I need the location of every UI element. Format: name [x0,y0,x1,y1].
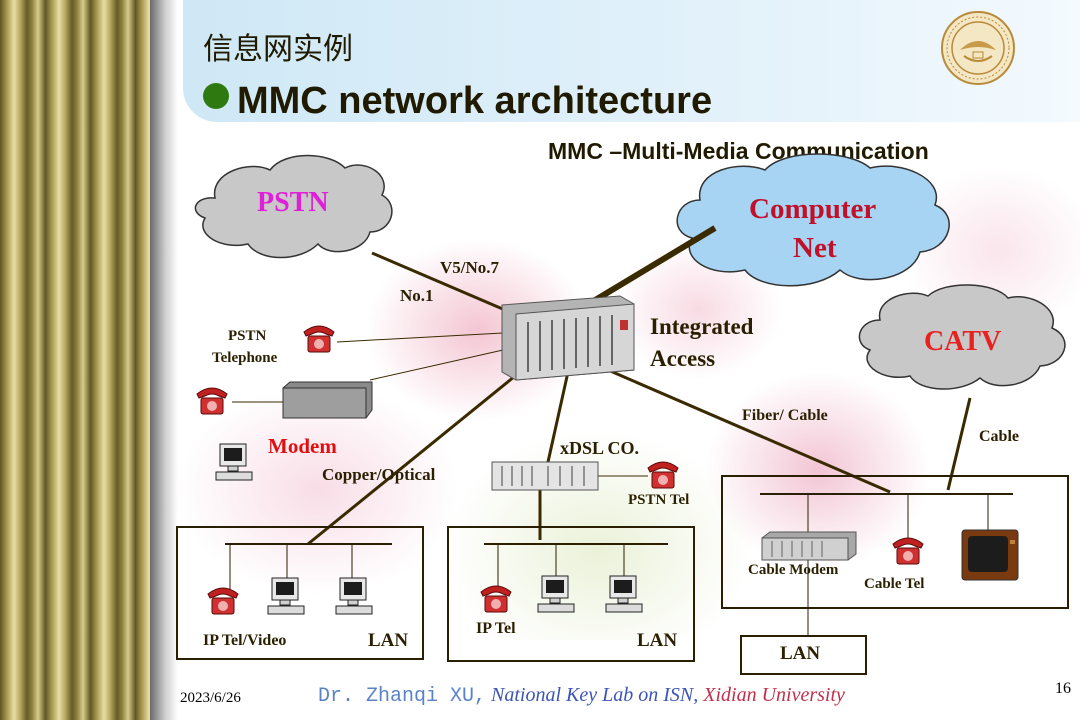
integrated-access-label-line2: Access [650,346,716,371]
lan-mid-label: LAN [637,630,678,651]
xdsl-co-device-icon [491,461,599,491]
pstn-cloud-label: PSTN [257,187,329,218]
bullet-icon [203,83,229,109]
telephone-icon [303,325,335,353]
computer-net-label-line2: Net [793,232,837,264]
integrated-access-rack-icon [501,295,635,381]
computer-icon [605,575,643,613]
lan-left-label: LAN [368,630,409,651]
bamboo-shadow [150,0,178,720]
xdsl-co-label: xDSL CO. [560,438,640,458]
footer-university: Xidian University [698,684,845,706]
slide-title: MMC network architecture [203,80,712,123]
slide-title-zh: 信息网实例 [203,32,353,67]
pstn-tel-label: PSTN Tel [628,492,690,508]
ip-tel-label: IP Tel [476,620,516,637]
computer-icon [215,443,253,481]
ip-tel-video-label: IP Tel/Video [203,632,287,649]
lan-box-left [176,526,424,660]
page-number: 16 [1055,680,1071,697]
lan-drops [229,494,989,636]
cable-label: Cable [979,428,1019,445]
copper-optical-label: Copper/Optical [322,465,436,484]
pstn-telephone-label-line1: PSTN [228,328,267,344]
modem-box-icon [282,381,373,419]
computer-net-cloud [676,153,950,287]
integrated-access-label-line1: Integrated [650,314,754,339]
footer-lab: National Key Lab on ISN, [486,684,699,706]
pstn-telephone-label-line2: Telephone [212,350,278,366]
telephone-icon [207,587,239,615]
fiber-cable-label: Fiber/ Cable [742,407,828,424]
lan-bottom-label: LAN [780,643,821,664]
slide-title-text: MMC network architecture [237,80,713,122]
telephone-icon [892,537,924,565]
computer-icon [335,577,373,615]
computer-icon [537,575,575,613]
cable-box-right [721,475,1069,609]
university-seal-icon [941,11,1015,85]
lan-boxes [176,475,1069,675]
pstn-cloud [194,154,393,259]
computer-icon [267,577,305,615]
connection-lines [232,225,972,546]
computer-net-label-line1: Computer [749,193,877,225]
cable-modem-label: Cable Modem [748,562,839,578]
telephone-icon [480,585,512,613]
catv-cloud-label: CATV [924,326,1002,357]
footer-author: Dr. Zhanqi XU, [318,685,487,708]
footer-date: 2023/6/26 [180,690,241,706]
slide-subtitle: MMC –Multi-Media Communication [548,138,929,164]
lan-box-middle [447,526,695,662]
tv-icon [961,529,1019,581]
telephone-icon [647,461,679,489]
cable-modem-icon [761,531,857,561]
catv-cloud [858,284,1066,390]
no1-label: No.1 [400,286,434,305]
telephone-icon [196,387,228,415]
cable-tel-label: Cable Tel [864,576,925,592]
v5-label: V5/No.7 [440,258,500,277]
footer-credit: Dr. Zhanqi XU, National Key Lab on ISN, … [318,684,845,708]
bamboo-decoration [0,0,150,720]
lan-box-bottom [740,635,867,675]
modem-label: Modem [268,434,337,458]
header-band [183,0,1080,122]
